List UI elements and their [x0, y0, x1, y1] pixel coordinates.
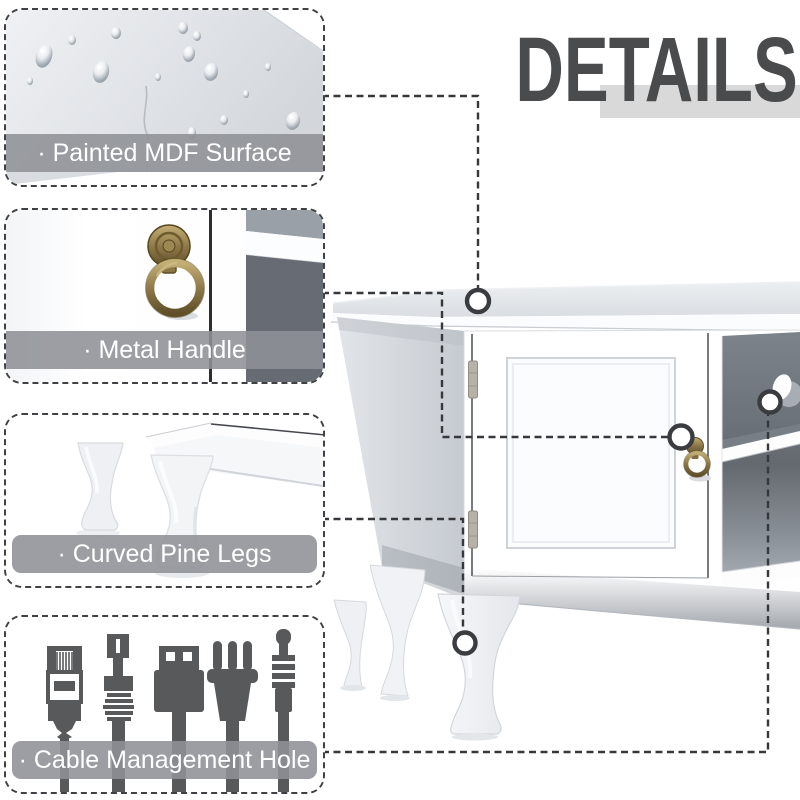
callout-label-legs: · Curved Pine Legs — [57, 539, 272, 568]
callout-markers — [452, 287, 783, 656]
heading-accent-bar — [600, 85, 800, 118]
callout-box-mdf-surface: · Painted MDF Surface — [4, 8, 325, 187]
shelf-front-edge — [722, 431, 800, 462]
leg-mid-left — [369, 564, 426, 697]
marker-handle — [667, 423, 695, 451]
bottom-board-edge — [722, 561, 800, 589]
door-recessed-panel — [506, 357, 676, 549]
cabinet-legs — [333, 564, 521, 741]
tv-stand-cabinet — [330, 281, 800, 741]
label-band: · Curved Pine Legs — [12, 535, 317, 573]
callout-box-pine-legs: · Curved Pine Legs — [4, 413, 325, 588]
cabinet-top-surface — [333, 282, 800, 317]
water-droplets — [27, 22, 301, 139]
page-title: DETAILS — [515, 19, 798, 121]
label-band: · Painted MDF Surface — [6, 134, 323, 172]
connector-pine-legs — [322, 517, 465, 632]
connector-metal-handle — [322, 291, 669, 439]
door-hinge-top — [468, 360, 478, 399]
leg-front — [437, 593, 521, 735]
leg-back-left — [333, 599, 367, 688]
callout-label-mdf: · Painted MDF Surface — [37, 138, 292, 167]
connector-cable-hole — [322, 414, 770, 754]
connector-mdf-surface — [322, 94, 480, 290]
cabinet-left-side — [337, 317, 464, 594]
callout-label-cable: · Cable Management Hole — [18, 745, 311, 774]
marker-top-surface — [464, 287, 492, 315]
callout-label-handle: · Metal Handle — [83, 335, 246, 364]
callout-box-cable-hole: · Cable Management Hole — [4, 615, 325, 794]
metal-handle-photo — [6, 210, 323, 382]
marker-cable-hole — [757, 389, 783, 415]
shelf-top — [722, 424, 800, 451]
label-band: · Cable Management Hole — [12, 741, 317, 779]
door-hinge-bottom — [468, 510, 478, 549]
callout-box-metal-handle: · Metal Handle — [4, 208, 325, 384]
label-band: · Metal Handle — [6, 331, 323, 369]
brass-ring-handle — [145, 224, 205, 320]
marker-leg — [452, 630, 478, 656]
door-gap-line — [209, 210, 212, 382]
callout-connectors — [322, 94, 770, 754]
